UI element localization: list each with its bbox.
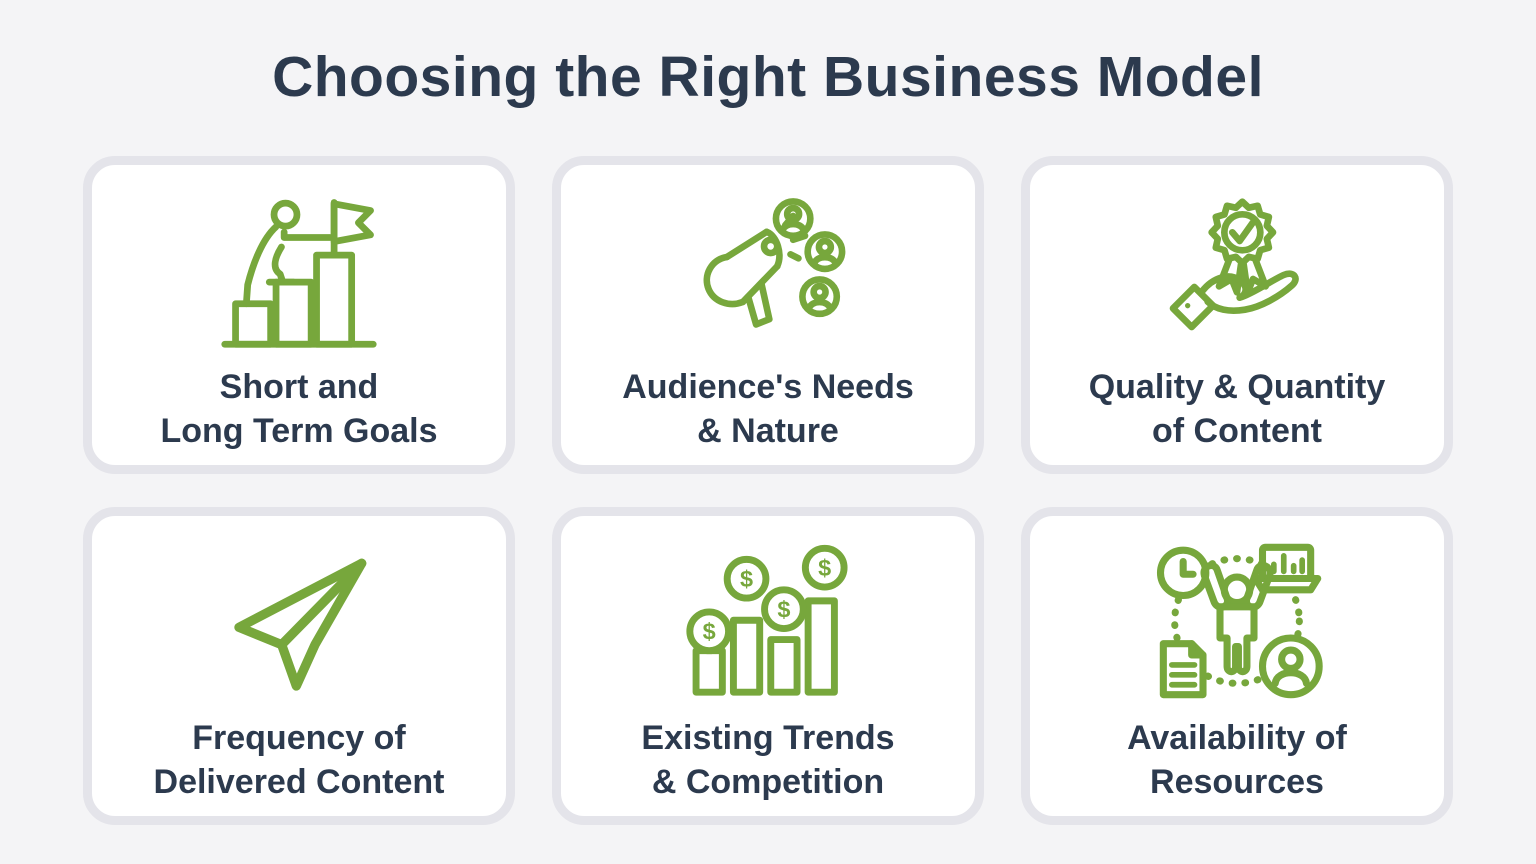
paper-plane-icon bbox=[234, 558, 367, 691]
card-icon-wrap: $ $ $ $ bbox=[682, 528, 854, 706]
award-hand-icon bbox=[1169, 198, 1299, 331]
card-existing-trends-competition: $ $ $ $ Existing Trends & Competition bbox=[552, 507, 984, 825]
svg-text:$: $ bbox=[777, 596, 790, 622]
card-quality-quantity-content: Quality & Quantity of Content bbox=[1021, 156, 1453, 474]
page-title: Choosing the Right Business Model bbox=[272, 45, 1264, 109]
card-label: Availability of Resources bbox=[1127, 718, 1347, 801]
card-label: Audience's Needs & Nature bbox=[622, 367, 914, 450]
card-label: Quality & Quantity of Content bbox=[1088, 367, 1386, 450]
goal-flag-icon bbox=[221, 198, 377, 348]
infographic-page: Choosing the Right Business Model bbox=[0, 45, 1536, 825]
svg-text:$: $ bbox=[740, 566, 753, 592]
card-short-long-term-goals: Short and Long Term Goals bbox=[83, 156, 515, 474]
card-icon-wrap bbox=[219, 528, 379, 706]
card-label: Frequency of Delivered Content bbox=[153, 718, 445, 801]
card-icon-wrap bbox=[218, 177, 380, 355]
card-label: Short and Long Term Goals bbox=[160, 367, 438, 450]
card-icon-wrap bbox=[1157, 177, 1317, 355]
card-availability-resources: Availability of Resources bbox=[1021, 507, 1453, 825]
cards-grid: Short and Long Term Goals bbox=[0, 156, 1536, 825]
svg-text:$: $ bbox=[703, 618, 716, 644]
card-icon-wrap bbox=[682, 177, 854, 355]
dollar-bar-chart-icon: $ $ $ $ bbox=[686, 544, 848, 696]
megaphone-audience-icon bbox=[703, 197, 846, 328]
svg-text:$: $ bbox=[818, 555, 831, 581]
card-icon-wrap bbox=[1149, 528, 1325, 706]
card-frequency-delivered-content: Frequency of Delivered Content bbox=[83, 507, 515, 825]
card-label: Existing Trends & Competition bbox=[641, 718, 895, 801]
card-audiences-needs-nature: Audience's Needs & Nature bbox=[552, 156, 984, 474]
resources-person-icon bbox=[1156, 543, 1323, 699]
